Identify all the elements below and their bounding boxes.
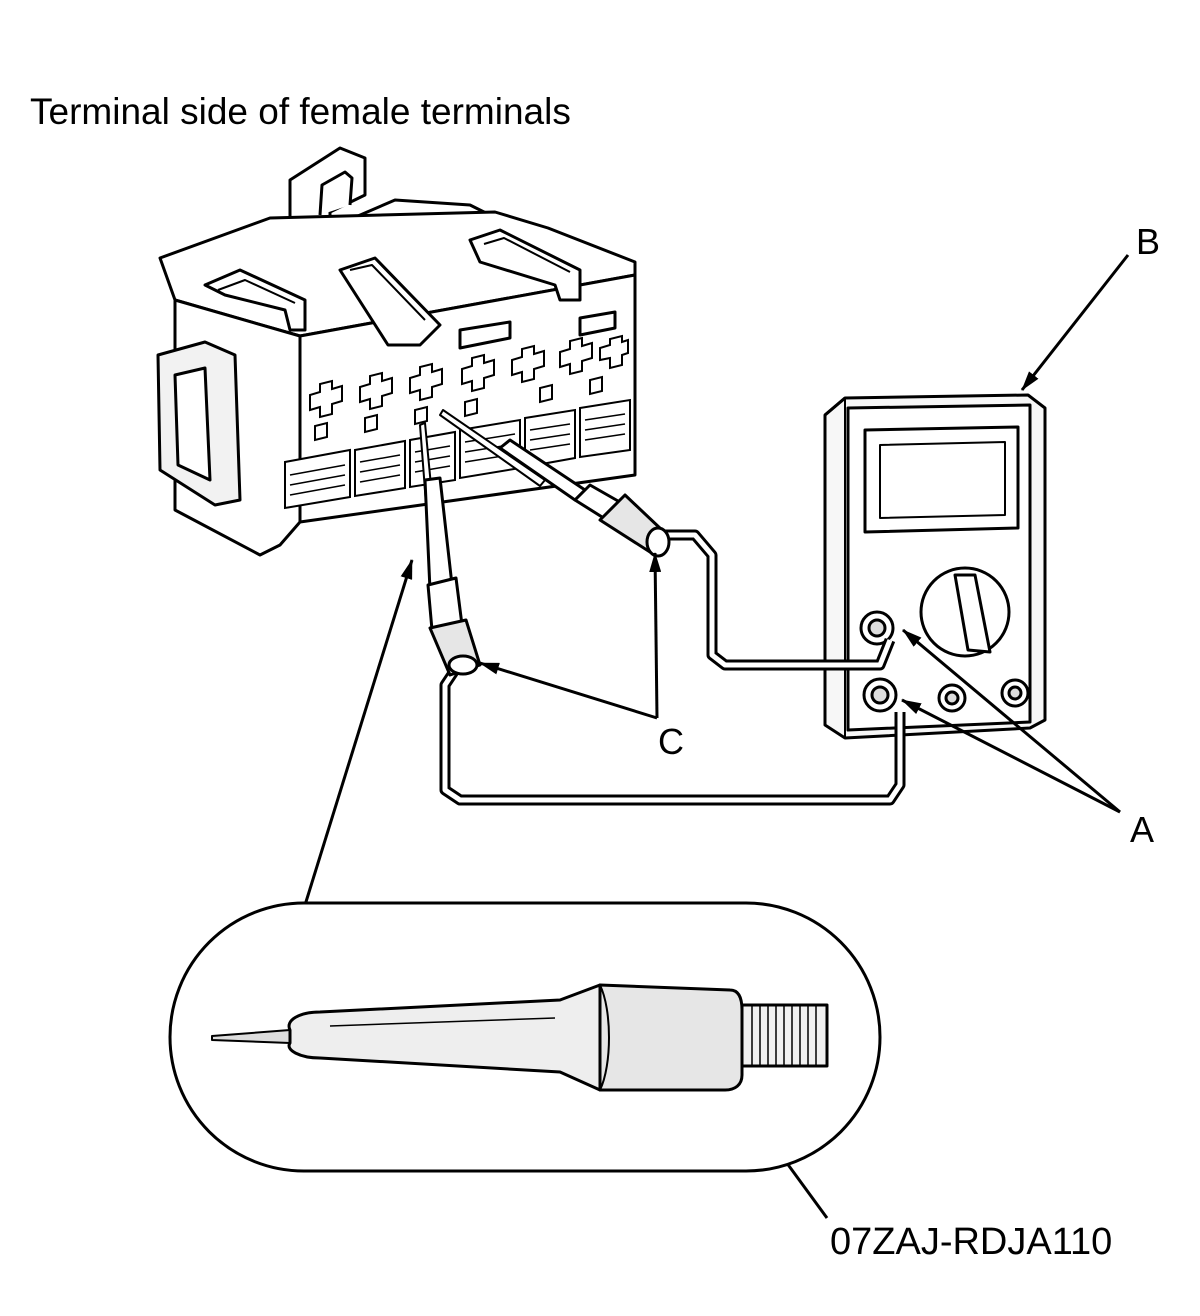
back-probe-tool-illustration — [211, 983, 829, 1092]
tool-part-number: 07ZAJ-RDJA110 — [830, 1221, 1112, 1263]
callout-label-a: A — [1130, 809, 1154, 850]
callout-label-b: B — [1136, 221, 1160, 262]
callout-label-c: C — [658, 721, 684, 762]
connector — [156, 146, 637, 557]
probe-leads — [439, 529, 906, 806]
test-probe-right — [439, 409, 671, 558]
test-probe-left — [419, 422, 482, 677]
connector-cavity-ribs — [289, 413, 626, 496]
multimeter — [823, 393, 1047, 740]
tool-detail-bubble — [168, 901, 882, 1173]
tool-thread-lines — [751, 1005, 817, 1066]
diagram-title: Terminal side of female terminals — [30, 91, 571, 132]
